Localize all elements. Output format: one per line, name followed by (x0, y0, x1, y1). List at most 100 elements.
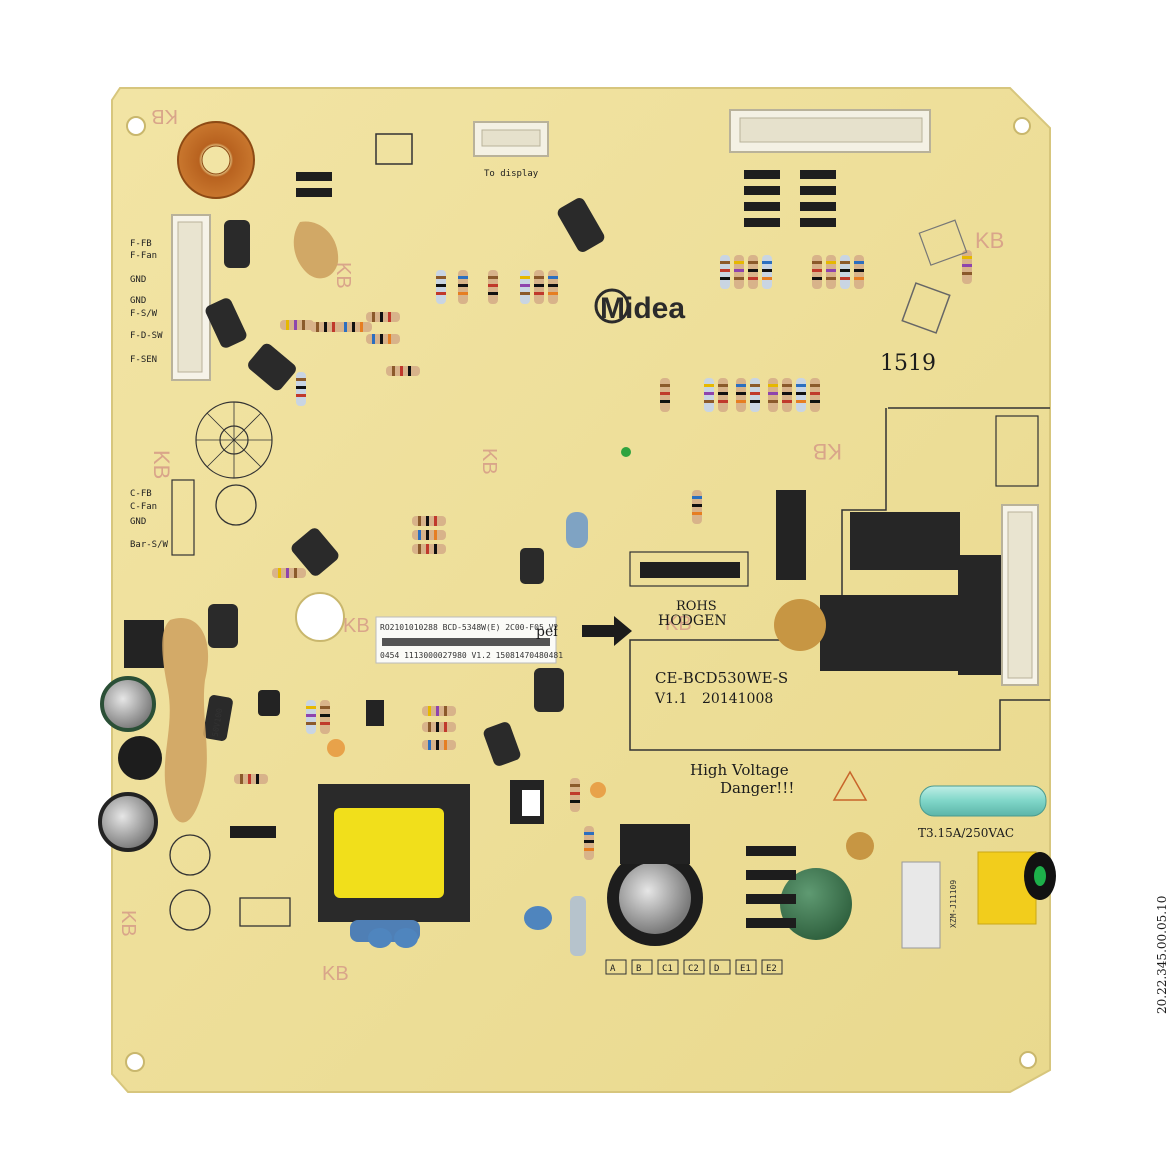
led-green (621, 447, 631, 457)
mounting-hole (126, 116, 146, 136)
connector-pad-label: B (636, 964, 641, 974)
watermark-kb: KB (149, 450, 174, 479)
yellow-glue-blob (293, 221, 339, 279)
silkscreen-connector (995, 415, 1039, 487)
mounting-hole (1013, 117, 1031, 135)
top-wire-connector (729, 109, 931, 153)
display-connector: To display (473, 121, 549, 179)
resistor (366, 312, 400, 322)
resistor (570, 778, 580, 812)
resistor (280, 320, 314, 330)
watermarks: KB KB KB KB KB KB KB KB KB KB (117, 105, 1004, 985)
diode (296, 172, 332, 181)
resistor (736, 378, 746, 412)
hv-boundary (629, 407, 1050, 751)
hv-warning-icon (832, 770, 868, 801)
cfan-labels: C-FB C-Fan GND Bar-S/W (130, 479, 195, 556)
qc-stamp (901, 282, 951, 334)
diode-array (296, 170, 836, 227)
resistor (768, 378, 778, 412)
relays (774, 512, 1002, 675)
watermark-kb: KB (322, 963, 349, 985)
electrolytic-capacitors: 50V100 (203, 198, 605, 766)
resistor (762, 255, 772, 289)
pin-label: F-SEN (130, 355, 157, 365)
resistor (782, 378, 792, 412)
cutout-hole (295, 592, 345, 642)
barcode-sticker: RO2101010288 BCD-5348W(E) 2C00-F05 V2 04… (375, 616, 563, 664)
pin-label: F-S/W (130, 309, 158, 319)
edge-code: 20.22.345.00.05.10 (1155, 896, 1166, 1014)
fuse: T3.15A/250VAC (918, 785, 1047, 840)
resistor (810, 378, 820, 412)
resistor (412, 530, 446, 540)
connector-pad (631, 959, 653, 975)
resistor (534, 270, 544, 304)
resistor (812, 255, 822, 289)
cap-tops (98, 676, 703, 946)
connector-pad-label: E2 (766, 964, 777, 974)
bottom-diodes (230, 826, 796, 928)
resistor (306, 700, 316, 734)
pin-label: F-FB (130, 239, 152, 249)
connector-pad-label: A (610, 964, 616, 974)
warning-line-2: Danger!!! (720, 779, 794, 797)
watermark-kb: KB (332, 262, 354, 289)
brand-text: Midea (600, 292, 685, 325)
qc-stamp (918, 219, 968, 266)
resistor (692, 490, 702, 524)
resistor (296, 372, 306, 406)
resistor (412, 544, 446, 554)
connector-pad (761, 959, 783, 975)
resistor (720, 255, 730, 289)
resistor (338, 322, 372, 332)
filter-components: XZM-J11109 (780, 832, 1056, 949)
silkscreen-toroid (195, 401, 273, 479)
sticker-line-2: 0454 1113000027980 V1.2 15081470480481 (380, 651, 563, 660)
sticker-line-1: RO2101010288 BCD-5348W(E) 2C00-F05 V2 (380, 623, 558, 632)
connector-pad-label: C1 (662, 964, 673, 974)
resistor (488, 270, 498, 304)
resistor (548, 270, 558, 304)
resistor (962, 250, 972, 284)
connector-pad (709, 959, 731, 975)
fuse-rating-text: T3.15A/250VAC (918, 826, 1014, 840)
pin-label: GND (130, 296, 146, 306)
warning-line-1: High Voltage (690, 761, 789, 779)
rohs-text: ROHS (676, 599, 717, 614)
resistor (660, 378, 670, 412)
diode (800, 202, 836, 211)
diode (744, 218, 780, 227)
resistor (386, 366, 420, 376)
resistor (748, 255, 758, 289)
mounting-hole (1019, 1051, 1037, 1069)
watermark-kb: KB (343, 615, 370, 637)
ic-chip (776, 490, 806, 580)
pin-label: C-FB (130, 489, 152, 499)
resistor (458, 270, 468, 304)
watermark-kb: KB (478, 448, 500, 475)
resistor (584, 826, 594, 860)
watermark-kb: KB (813, 439, 842, 464)
pin-label: Bar-S/W (130, 540, 169, 550)
transformer (318, 784, 470, 942)
connector-pad-label: D (714, 964, 719, 974)
silkscreen-circles (169, 484, 291, 931)
pin-label: GND (130, 275, 146, 285)
connector-pad-label: C2 (688, 964, 699, 974)
transistor-black (124, 620, 544, 824)
watermark-kb: KB (665, 613, 692, 635)
filter-part-text: XZM-J11109 (949, 880, 958, 928)
connector-pad (735, 959, 757, 975)
toroid-inductor (177, 121, 255, 199)
watermark-kb: KB (117, 910, 139, 937)
connector-pad (683, 959, 705, 975)
diode (800, 186, 836, 195)
pin-label: C-Fan (130, 502, 157, 512)
to-display-label: To display (484, 169, 539, 179)
mounting-hole (125, 1052, 145, 1072)
diode (744, 170, 780, 179)
ceramic-caps (327, 739, 606, 956)
